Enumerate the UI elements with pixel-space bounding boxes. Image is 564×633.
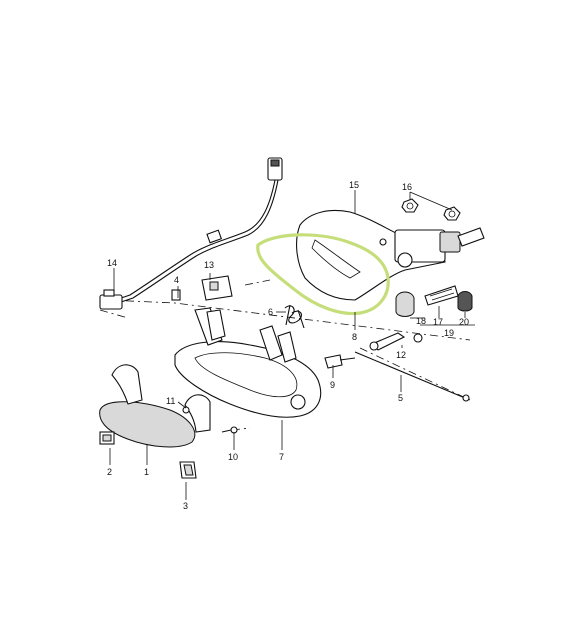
callout-12: 12	[396, 350, 406, 360]
switch-housing	[99, 294, 123, 310]
screw-part-9	[324, 354, 356, 369]
callout-5: 5	[398, 393, 403, 403]
callout-13: 13	[204, 260, 214, 270]
switch-part-13	[201, 275, 233, 301]
mounting-brackets	[194, 307, 297, 363]
assembly-lines	[99, 279, 471, 431]
wiring-harness	[99, 157, 283, 310]
leader-lines	[109, 190, 475, 500]
clip-part-4	[171, 289, 181, 301]
callout-8: 8	[352, 332, 357, 342]
callout-11: 11	[166, 396, 175, 406]
callout-18: 18	[416, 316, 426, 326]
callout-3: 3	[183, 501, 188, 511]
callout-6: 6	[268, 307, 273, 317]
callout-14: 14	[107, 258, 117, 268]
callout-9: 9	[330, 380, 335, 390]
cylinder-part-17	[424, 285, 459, 306]
handle-lever	[99, 364, 211, 448]
screw-part-10	[221, 426, 238, 434]
callout-labels: 1 2 3 4 5 6 7 8 9 10 11 12 13 14 15 16 1…	[107, 180, 469, 511]
callout-10: 10	[228, 452, 238, 462]
lever-part-12	[369, 332, 423, 351]
key-part-20	[457, 291, 473, 312]
cap-part-18	[395, 291, 415, 317]
seal-part-8-highlighted	[256, 233, 390, 316]
callout-15: 15	[349, 180, 359, 190]
callout-16: 16	[402, 182, 412, 192]
callout-20: 20	[459, 317, 469, 327]
lock-housing	[296, 209, 485, 301]
callout-2: 2	[107, 467, 112, 477]
washer-part-11	[182, 406, 190, 414]
callout-17: 17	[433, 317, 443, 327]
callout-19: 19	[444, 328, 454, 338]
callout-1: 1	[144, 467, 149, 477]
callout-4: 4	[174, 275, 179, 285]
rod-part-5	[354, 351, 470, 402]
nuts	[401, 198, 461, 221]
spring	[284, 304, 305, 329]
callout-7: 7	[279, 452, 284, 462]
